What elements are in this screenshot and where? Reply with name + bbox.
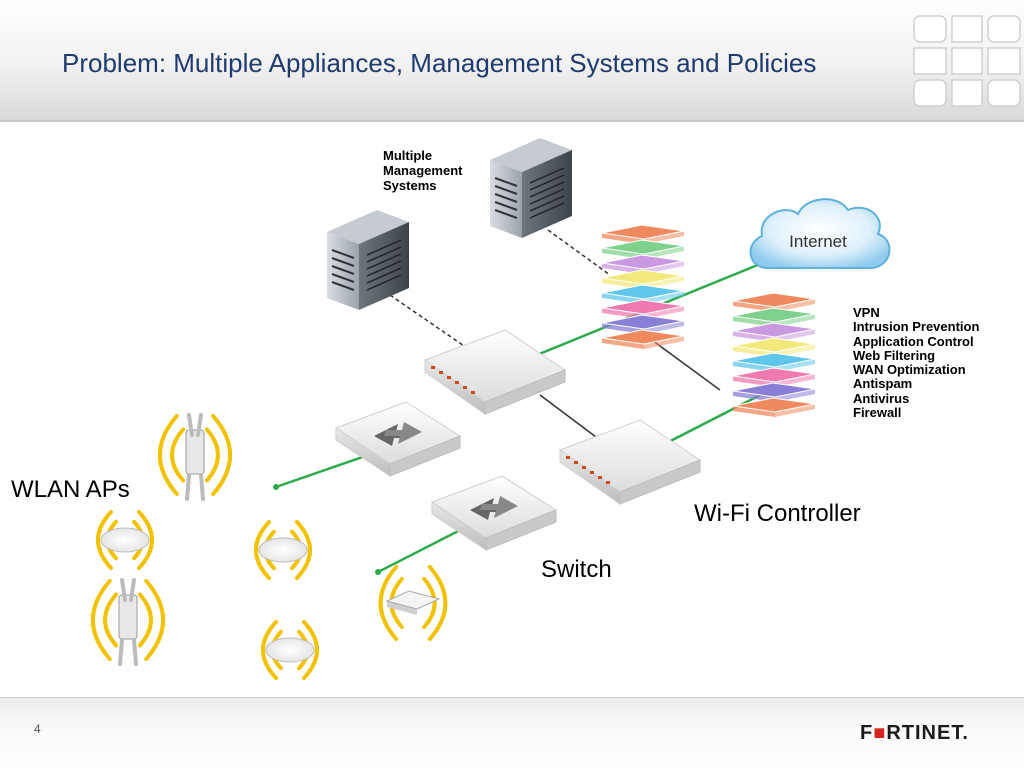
signal-waves-icon [422, 577, 437, 629]
signal-waves-icon [90, 579, 112, 661]
feature-item: Firewall [853, 405, 902, 421]
appliance-layer-side [775, 329, 815, 342]
wlan-aps-label: WLAN APs [11, 476, 130, 503]
brand-logo: F■RTINET. [860, 722, 969, 744]
signal-waves-icon [144, 579, 166, 661]
slide-title: Problem: Multiple Appliances, Management… [62, 48, 817, 78]
feature-item: WAN Optimization [853, 362, 966, 378]
appliance-layer [732, 382, 816, 398]
signal-waves-icon [137, 592, 153, 648]
signal-waves-icon [378, 565, 399, 641]
appliance-layer [601, 299, 685, 315]
management-label: Multiple Management Systems [383, 148, 462, 193]
appliance-layer-side [775, 314, 815, 327]
appliance-layer-side [775, 374, 815, 387]
slide-footer [0, 697, 1024, 769]
security-appliance-stack [601, 224, 685, 349]
appliance-layer-side [775, 404, 815, 417]
outdoor-access-point-icon [118, 578, 138, 666]
appliance-layer-side [644, 336, 684, 349]
appliance-layer [732, 307, 816, 323]
feature-item: Antivirus [853, 390, 910, 406]
signal-waves-icon [211, 414, 233, 496]
appliance-layer-side [733, 406, 775, 417]
brand-tile-logo-icon [913, 15, 1021, 107]
access-point-icon [100, 527, 150, 553]
feature-list: VPN Intrusion Prevention Application Con… [853, 305, 980, 421]
appliance-layer [601, 314, 685, 330]
feature-item: Application Control [853, 333, 974, 349]
mgmt-link-1 [389, 294, 471, 351]
appliance-layer [732, 337, 816, 353]
server-icon [327, 210, 409, 310]
appliance-layer [732, 397, 816, 413]
signal-waves-icon [261, 620, 278, 680]
appliance-layer-side [644, 231, 684, 244]
signal-waves-icon [427, 565, 448, 641]
appliance-layer-side [775, 299, 815, 312]
link-router-router [539, 394, 601, 441]
appliance-layer-side [644, 276, 684, 289]
appliance-layer-side [775, 359, 815, 372]
server-icon [490, 138, 572, 238]
signal-waves-icon [295, 520, 312, 580]
internet-label: Internet [789, 232, 847, 251]
appliance-layer-side [644, 321, 684, 334]
appliance-layer [601, 224, 685, 240]
signal-waves-icon [302, 620, 319, 680]
feature-item: VPN [853, 305, 880, 320]
feature-item: Antispam [853, 376, 913, 392]
access-points [90, 413, 448, 680]
appliance-layer-side [602, 338, 644, 349]
signal-waves-icon [103, 592, 119, 648]
appliance-layer [732, 322, 816, 338]
signal-waves-icon [137, 510, 154, 570]
slide-header [0, 0, 1024, 122]
desktop-access-point-icon [385, 590, 441, 615]
appliance-layer-side [644, 306, 684, 319]
appliance-layer [601, 329, 685, 345]
security-appliance-stack [732, 292, 816, 417]
feature-item: Web Filtering [853, 347, 936, 363]
feature-item: Intrusion Prevention [853, 319, 980, 335]
management-label-line: Systems [383, 178, 437, 193]
appliance-layer [601, 269, 685, 285]
outdoor-access-point-icon [185, 413, 205, 501]
link-switch2-aps [377, 523, 471, 574]
appliance-layer [732, 352, 816, 368]
switch-icon [334, 401, 462, 477]
switch-label: Switch [541, 556, 612, 583]
router-icon [423, 329, 567, 415]
management-label-line: Multiple [383, 148, 433, 163]
page-number: 4 [34, 722, 41, 736]
access-point-icon [265, 637, 315, 663]
appliance-layer [601, 254, 685, 270]
management-label-line: Management [383, 163, 463, 178]
appliance-layer-side [644, 291, 684, 304]
switch-icon [430, 475, 558, 551]
appliance-layer-side [775, 389, 815, 402]
access-point-icon [258, 537, 308, 563]
cloud-icon [749, 198, 891, 269]
appliance-layer [601, 284, 685, 300]
appliance-layer-side [775, 344, 815, 357]
mgmt-link-2 [547, 229, 611, 276]
appliance-layer [732, 292, 816, 308]
signal-waves-icon [204, 427, 220, 483]
signal-waves-icon [170, 427, 186, 483]
wifi-controller-label: Wi-Fi Controller [694, 500, 861, 527]
signal-waves-icon [157, 414, 179, 496]
appliance-layer-side [644, 261, 684, 274]
wifi-controller-icon [558, 419, 702, 505]
appliance-layer-side [644, 246, 684, 259]
appliance-layer [601, 239, 685, 255]
signal-waves-icon [254, 520, 271, 580]
signal-waves-icon [96, 510, 113, 570]
appliance-layer [732, 367, 816, 383]
